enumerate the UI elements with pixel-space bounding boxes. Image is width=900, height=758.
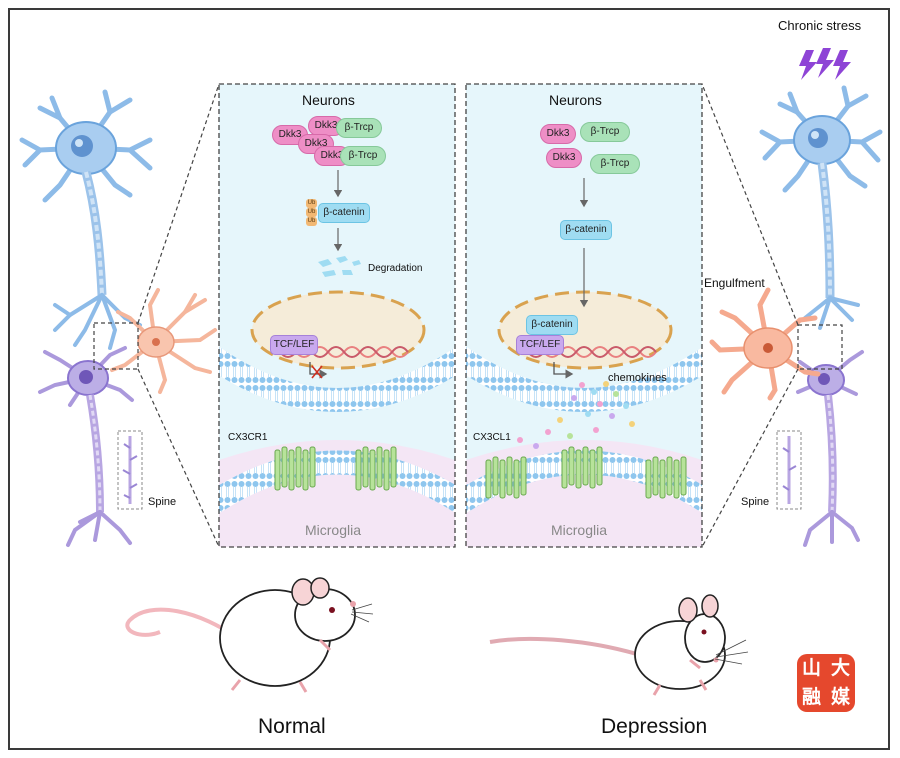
- left-purple-neuron: [38, 346, 134, 547]
- right-inset-panel: [466, 84, 702, 547]
- right-spine-label: Spine: [741, 496, 770, 508]
- left-spine-inset: [117, 430, 143, 510]
- left-zoom-lines: [93, 83, 220, 548]
- right-cx3cr1-receptors: [485, 446, 687, 499]
- right-spine-inset: [776, 430, 802, 510]
- normal-label: Normal: [258, 715, 326, 738]
- left-ub-2: Ub: [306, 208, 317, 217]
- left-ub-3: Ub: [306, 217, 317, 226]
- depression-mouse: [489, 594, 749, 696]
- right-btrcp-1: β-Trcp: [580, 122, 630, 142]
- media-logo: 山 大 融 媒: [797, 654, 855, 712]
- left-btrcp-1: β-Trcp: [336, 118, 382, 138]
- left-panel-border: [218, 83, 456, 548]
- degradation-label: Degradation: [368, 263, 423, 274]
- left-blue-neuron: [19, 89, 153, 350]
- right-microglia-label: Microglia: [551, 522, 608, 538]
- left-microglia: [110, 288, 217, 394]
- degradation-fragments: [318, 256, 361, 277]
- right-panel-border: [465, 83, 703, 548]
- depression-label: Depression: [601, 715, 708, 738]
- normal-mouse: [125, 577, 374, 693]
- right-neurons-title: Neurons: [549, 92, 602, 108]
- logo-char-4: 媒: [830, 686, 850, 708]
- left-cx3cr1-receptors: [274, 446, 397, 491]
- left-beta-catenin: β-catenin: [318, 203, 370, 223]
- left-microglia-label: Microglia: [305, 522, 362, 538]
- right-dkk3-1: Dkk3: [540, 124, 576, 144]
- chronic-stress-label: Chronic stress: [778, 18, 862, 33]
- engulfment-label: Engulfment: [704, 276, 765, 290]
- left-spine-label: Spine: [148, 496, 177, 508]
- right-beta-catenin-nucleus: β-catenin: [526, 315, 578, 335]
- chemokines-label: chemokines: [608, 372, 667, 384]
- right-dkk3-2: Dkk3: [546, 148, 582, 168]
- left-ub-1: Ub: [306, 199, 317, 208]
- cx3cl1-label: CX3CL1: [473, 432, 511, 443]
- logo-char-1: 山: [801, 657, 821, 679]
- right-blue-neuron: [759, 85, 883, 330]
- left-neurons-title: Neurons: [302, 92, 355, 108]
- cx3cr1-label: CX3CR1: [228, 432, 268, 443]
- logo-char-2: 大: [830, 657, 850, 679]
- right-btrcp-2: β-Trcp: [590, 154, 640, 174]
- right-beta-catenin-cytoplasm: β-catenin: [560, 220, 612, 240]
- logo-char-3: 融: [801, 686, 821, 708]
- right-zoom-lines: [701, 83, 843, 548]
- chemokine-particles: [517, 381, 635, 449]
- right-purple-neuron: [796, 350, 864, 547]
- right-tcf-lef: TCF/LEF: [516, 335, 564, 355]
- left-tcf-lef: TCF/LEF: [270, 335, 318, 355]
- figure-frame: [8, 8, 890, 750]
- left-btrcp-2: β-Trcp: [340, 146, 386, 166]
- stress-bolt-icon: [799, 48, 851, 80]
- right-microglia: [709, 287, 821, 401]
